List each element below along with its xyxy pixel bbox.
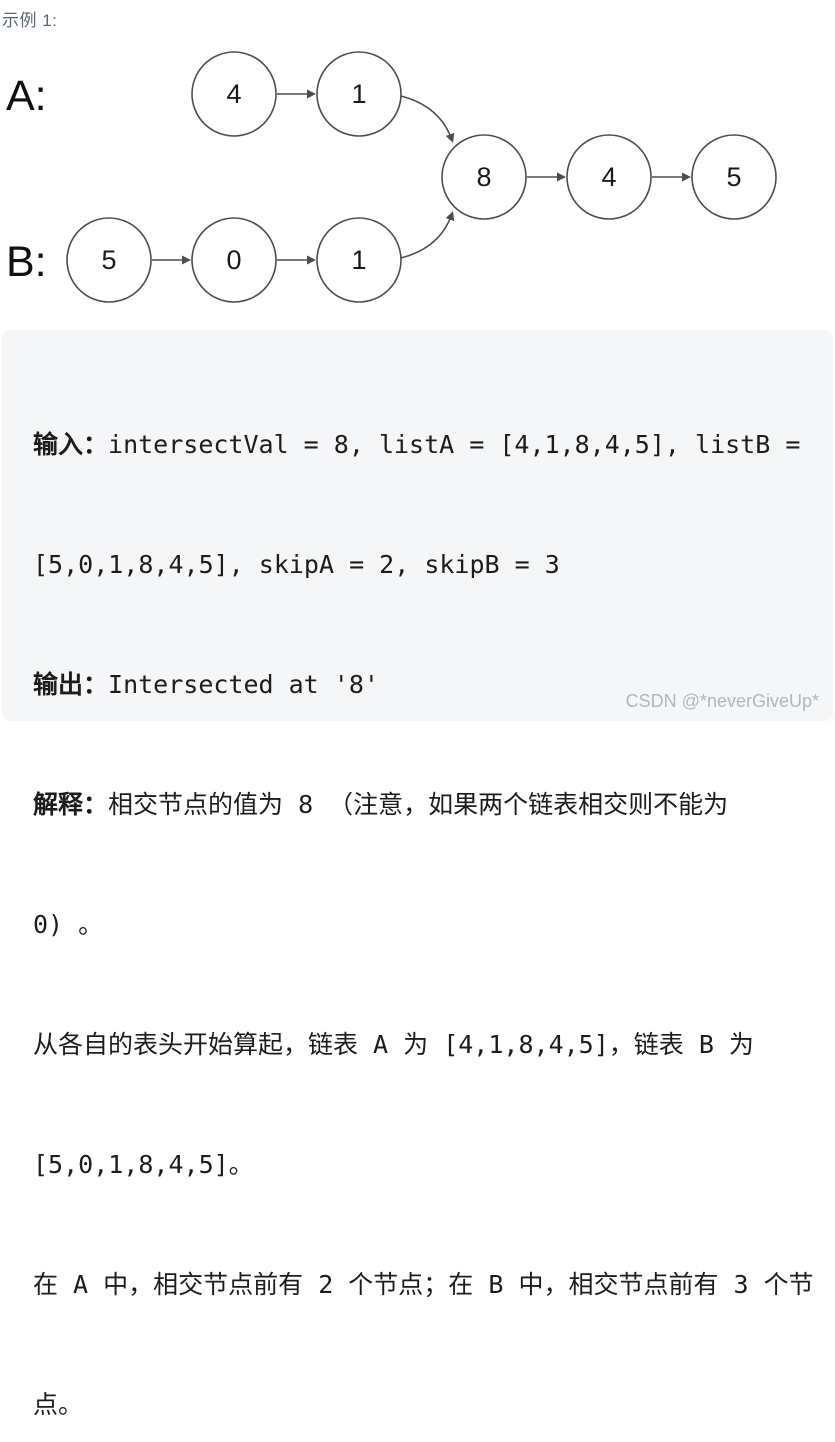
node-b3-value: 1 xyxy=(351,245,366,275)
io-line-input-1: 输入：intersectVal = 8, listA = [4,1,8,4,5]… xyxy=(33,425,815,465)
node-b2-value: 0 xyxy=(226,245,241,275)
shared-nodes: 8 4 5 xyxy=(441,134,777,220)
arrow-a2-intersect xyxy=(400,95,455,143)
node-b3 xyxy=(316,217,402,303)
list-b-nodes: 5 0 1 xyxy=(66,217,402,303)
io-line-explain-4: [5,0,1,8,4,5]。 xyxy=(33,1145,815,1185)
explain-label: 解释： xyxy=(33,790,109,819)
output-label: 输出： xyxy=(33,670,109,699)
io-line-explain-1: 解释：相交节点的值为 8 （注意，如果两个链表相交则不能为 xyxy=(33,785,815,825)
io-line-explain-5: 在 A 中，相交节点前有 2 个节点；在 B 中，相交节点前有 3 个节 xyxy=(33,1265,815,1305)
io-line-input-2: [5,0,1,8,4,5], skipA = 2, skipB = 3 xyxy=(33,545,815,585)
list-a-label: A: xyxy=(6,72,47,120)
linked-list-diagram: A: B: 4 1 8 4 5 5 0 1 xyxy=(6,51,777,303)
io-text: 相交节点的值为 8 （注意，如果两个链表相交则不能为 xyxy=(108,790,729,819)
node-a2 xyxy=(316,51,402,137)
node-a2-value: 1 xyxy=(351,79,366,109)
csdn-watermark: CSDN @*neverGiveUp* xyxy=(625,691,819,711)
arrow-connectors xyxy=(152,89,691,265)
node-a1-value: 4 xyxy=(226,79,241,109)
input-label: 输入： xyxy=(33,430,109,459)
list-a-nodes: 4 1 xyxy=(191,51,402,137)
io-text: 在 A 中，相交节点前有 2 个节点；在 B 中，相交节点前有 3 个节 xyxy=(33,1270,814,1299)
io-text: [5,0,1,8,4,5]。 xyxy=(33,1150,254,1179)
example-io-block: 输入：intersectVal = 8, listA = [4,1,8,4,5]… xyxy=(2,330,833,1419)
arrow-b3-intersect xyxy=(400,211,455,259)
io-text: Intersected at '8' xyxy=(108,670,379,699)
node-a1 xyxy=(191,51,277,137)
list-b-label: B: xyxy=(6,238,47,286)
node-intersect xyxy=(441,134,527,220)
node-intersect-value: 8 xyxy=(476,162,491,192)
io-text: 从各自的表头开始算起，链表 A 为 [4,1,8,4,5]，链表 B 为 xyxy=(33,1030,754,1059)
example-heading: 示例 1: xyxy=(2,11,58,30)
node-shared2 xyxy=(566,134,652,220)
io-line-explain-3: 从各自的表头开始算起，链表 A 为 [4,1,8,4,5]，链表 B 为 xyxy=(33,1025,815,1065)
io-line-explain-6: 点。 xyxy=(33,1385,815,1425)
node-b2 xyxy=(191,217,277,303)
io-text: 点。 xyxy=(33,1390,84,1419)
node-b1 xyxy=(66,217,152,303)
node-b1-value: 5 xyxy=(101,245,116,275)
node-shared3-value: 5 xyxy=(726,162,741,192)
io-line-explain-2: 0) 。 xyxy=(33,905,815,945)
io-text: 0) 。 xyxy=(33,910,104,939)
io-line-output: 输出：Intersected at '8' xyxy=(33,665,815,705)
io-text: [5,0,1,8,4,5], skipA = 2, skipB = 3 xyxy=(33,550,560,579)
node-shared3 xyxy=(691,134,777,220)
node-shared2-value: 4 xyxy=(601,162,616,192)
io-text: intersectVal = 8, listA = [4,1,8,4,5], l… xyxy=(108,430,801,459)
